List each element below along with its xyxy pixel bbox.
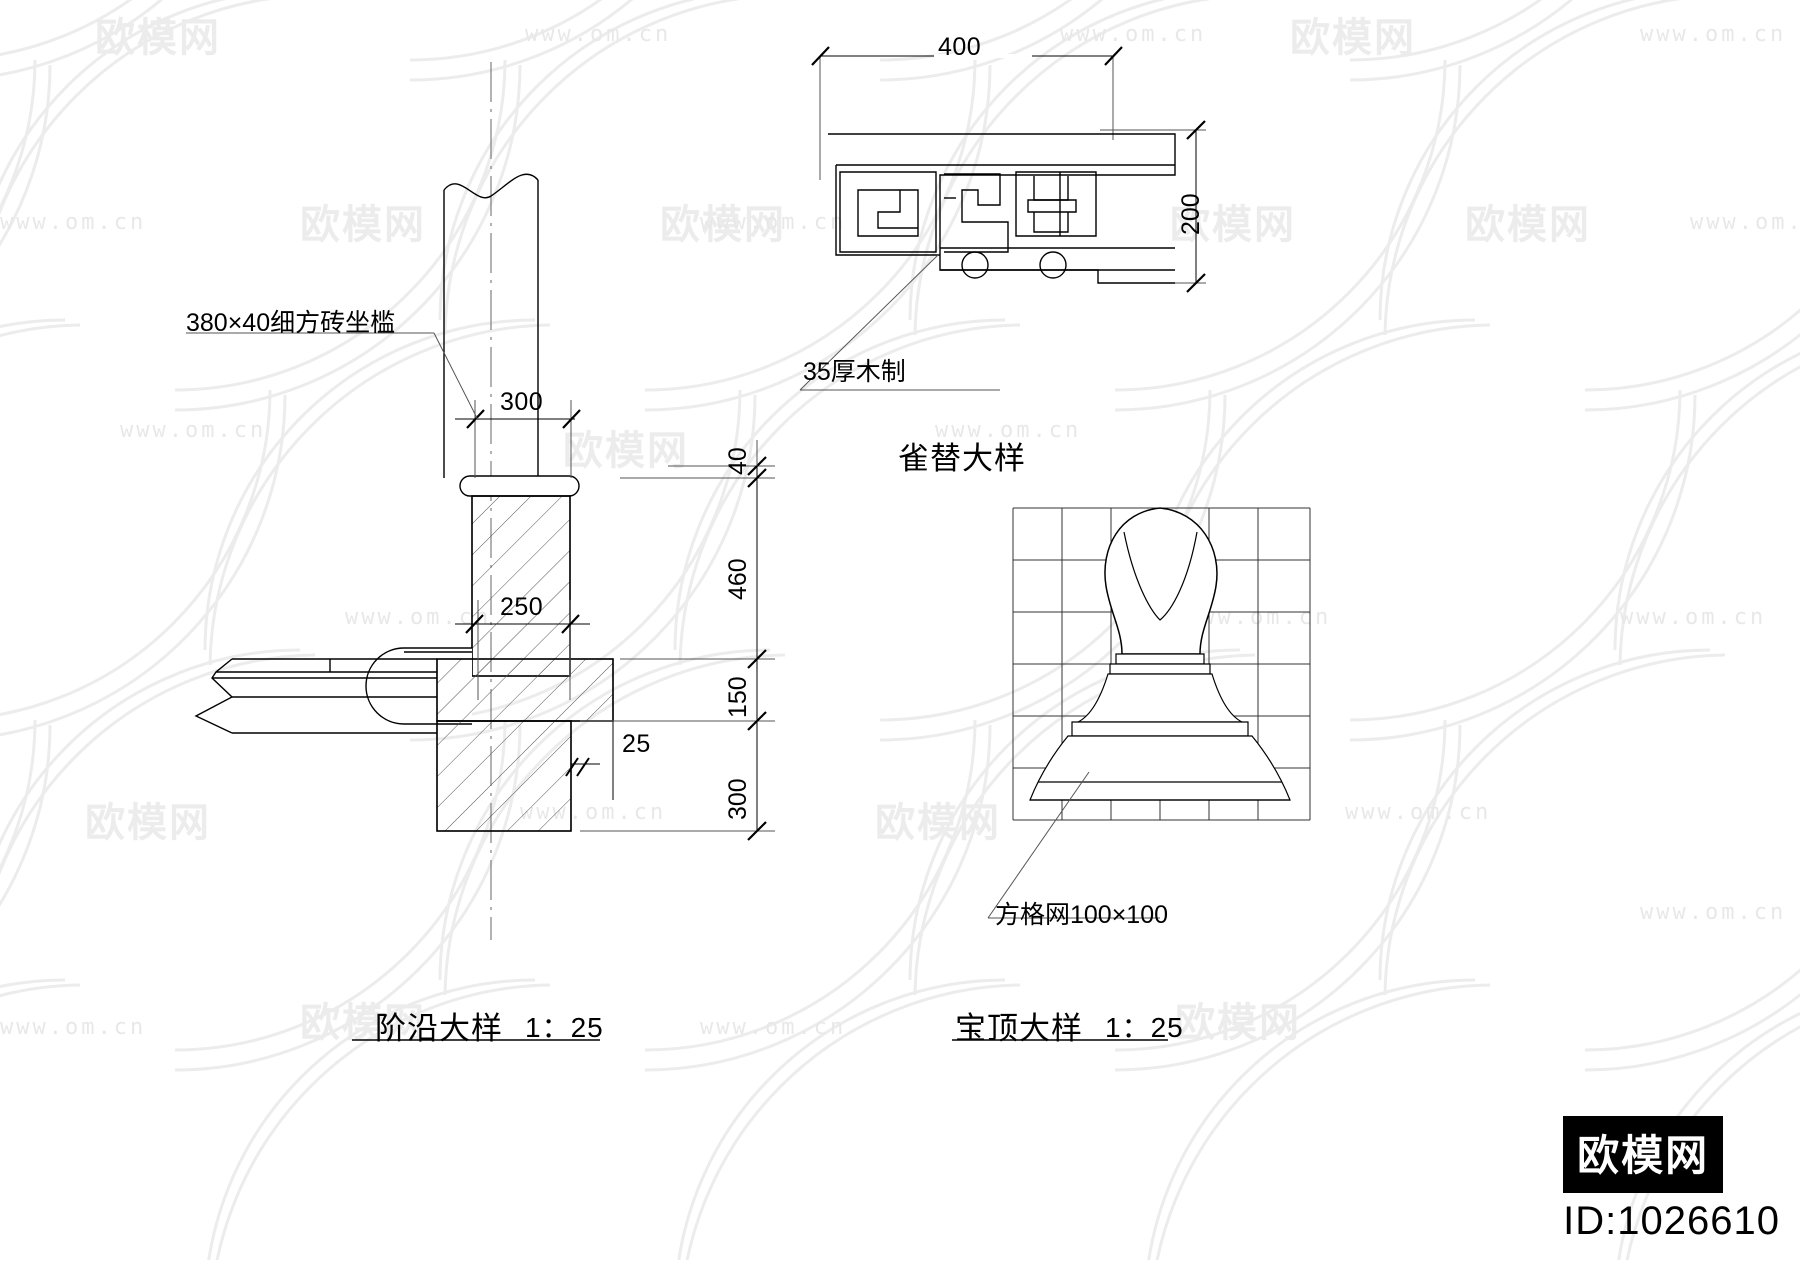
timber-note: 35厚木制 bbox=[803, 358, 906, 386]
dim-460-label: 460 bbox=[724, 558, 752, 600]
brand-block: 欧模网 ID:1026610 bbox=[1563, 1116, 1780, 1244]
finial-title: 宝顶大样 bbox=[955, 1011, 1083, 1046]
dim-150-label: 150 bbox=[724, 676, 752, 718]
grid-note: 方格网100×100 bbox=[995, 901, 1169, 929]
step-edge-title: 阶沿大样 bbox=[375, 1011, 503, 1046]
dim-300-label: 300 bbox=[500, 388, 544, 416]
dim-400-label: 400 bbox=[938, 33, 982, 61]
dim-200-label: 200 bbox=[1177, 193, 1205, 235]
dim-250-label: 250 bbox=[500, 593, 544, 621]
finial-scale: 1：25 bbox=[1105, 1012, 1184, 1043]
brand-logo: 欧模网 bbox=[1563, 1116, 1724, 1193]
dim-40-label: 40 bbox=[724, 447, 752, 475]
bracket-title: 雀替大样 bbox=[898, 441, 1026, 476]
brand-id: ID:1026610 bbox=[1563, 1199, 1780, 1243]
dim-300-vertical-label: 300 bbox=[724, 778, 752, 820]
dim-25-label: 25 bbox=[622, 730, 651, 758]
seat-rail-note: 380×40细方砖坐槛 bbox=[186, 309, 396, 337]
step-edge-scale: 1：25 bbox=[525, 1012, 604, 1043]
